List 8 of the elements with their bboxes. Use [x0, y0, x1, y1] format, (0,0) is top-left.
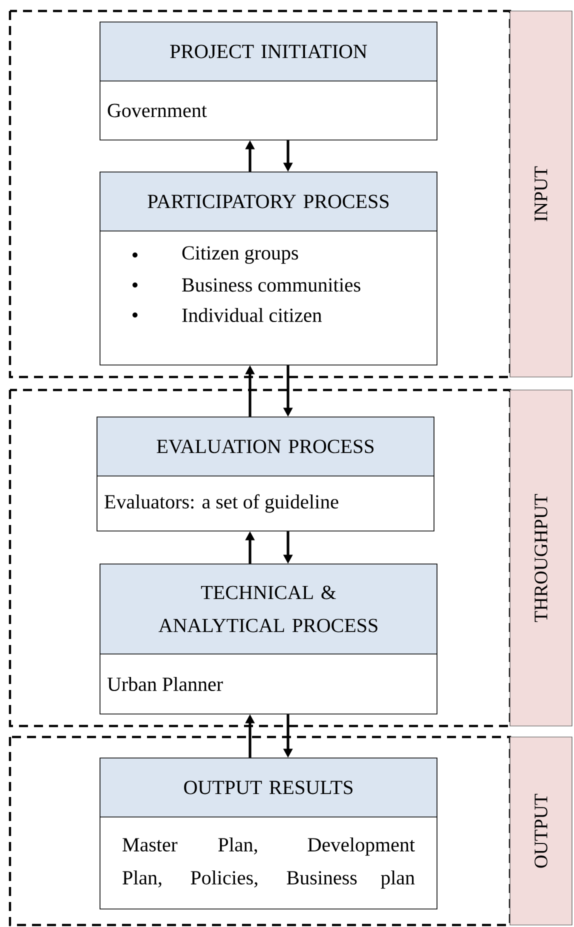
node-label: THROUGHPUT [534, 494, 548, 622]
node-label: OUTPUT [534, 794, 548, 868]
node-label: INPUT [534, 166, 548, 222]
process-box: TECHNICAL & ANALYTICAL PROCESS Urban Planner [100, 564, 438, 714]
process-box: PARTICIPATORY PROCESS Citizen groups Business communities Individual citizen [100, 172, 438, 366]
process-box: OUTPUT RESULTS Master Plan, Development Plan, Policies, Business plan [100, 758, 438, 910]
process-box: EVALUATION PROCESS Evaluators: a set of guideline [96, 416, 434, 532]
process-box: PROJECT INITIATION Government [100, 22, 438, 140]
